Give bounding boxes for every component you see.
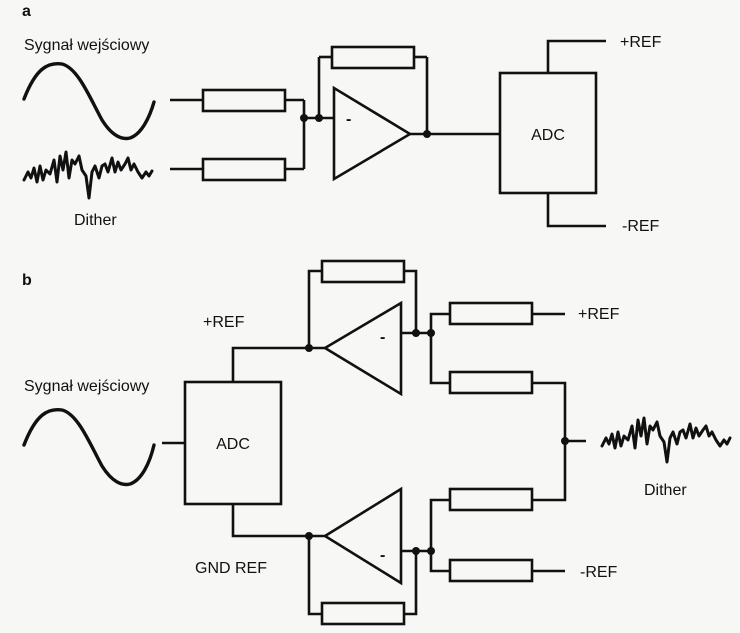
panel-b-dither-label: Dither — [644, 482, 687, 499]
panel-a-feedback-resistor — [330, 45, 416, 70]
panel-b-bottom-opamp-minus-sign: - — [380, 547, 385, 564]
wire — [307, 536, 322, 616]
panel-a-label: a — [22, 3, 31, 20]
junction-dot — [412, 329, 420, 337]
junction-dot — [412, 547, 420, 555]
panel-b: b +REF Sygnał wejściowy ADC - +REF Dithe… — [22, 259, 732, 626]
panel-b-bottom-feedback-resistor — [320, 601, 406, 626]
wire — [231, 346, 325, 382]
panel-b-adc-label: ADC — [216, 436, 250, 453]
panel-a-dither-label: Dither — [74, 212, 117, 229]
wire — [404, 269, 418, 333]
panel-b-ref-plus-resistor — [448, 301, 534, 326]
wire — [429, 312, 450, 333]
wire — [404, 551, 418, 616]
panel-a-opamp — [332, 85, 413, 182]
panel-a-opamp-minus-sign: - — [346, 111, 351, 128]
panel-a-ref-minus-label: -REF — [622, 218, 660, 235]
wire — [307, 269, 322, 348]
panel-a-input-resistor-1 — [201, 88, 287, 113]
wire — [429, 333, 450, 385]
junction-dot — [561, 437, 569, 445]
panel-a: a Sygnał wejściowy Dither - ADC +RE — [22, 3, 662, 235]
panel-b-input-signal-label: Sygnał wejściowy — [24, 378, 149, 395]
panel-b-adc-ref-top-label: +REF — [203, 314, 245, 331]
panel-a-input-resistor-2 — [201, 157, 287, 182]
panel-b-dither-resistor-bottom — [448, 487, 534, 512]
panel-a-dither-waveform — [22, 150, 154, 200]
wire — [532, 381, 567, 502]
wire — [231, 504, 325, 538]
wire — [429, 498, 450, 551]
panel-b-top-feedback-resistor — [320, 259, 406, 284]
panel-b-dither-resistor-top — [448, 370, 534, 395]
panel-b-top-opamp-minus-sign: - — [380, 329, 385, 346]
panel-b-adc-ref-bottom-label: GND REF — [195, 560, 267, 577]
junction-dot — [300, 114, 308, 122]
panel-b-ref-plus-label: +REF — [578, 306, 620, 323]
wire — [429, 551, 450, 573]
wire — [546, 39, 606, 73]
panel-b-ref-minus-resistor — [448, 558, 534, 583]
panel-a-ref-plus-label: +REF — [620, 34, 662, 51]
panel-b-bottom-opamp — [322, 486, 403, 586]
panel-b-sine-wave — [22, 407, 156, 487]
panel-b-label: b — [22, 272, 32, 289]
panel-a-sine-wave — [22, 61, 156, 141]
junction-dot — [423, 130, 431, 138]
panel-b-dither-waveform — [600, 416, 732, 464]
panel-a-input-signal-label: Sygnał wejściowy — [24, 37, 149, 54]
panel-a-adc-label: ADC — [531, 127, 565, 144]
panel-b-top-opamp — [322, 300, 403, 397]
wire — [546, 193, 606, 228]
panel-b-ref-minus-label: -REF — [580, 564, 618, 581]
